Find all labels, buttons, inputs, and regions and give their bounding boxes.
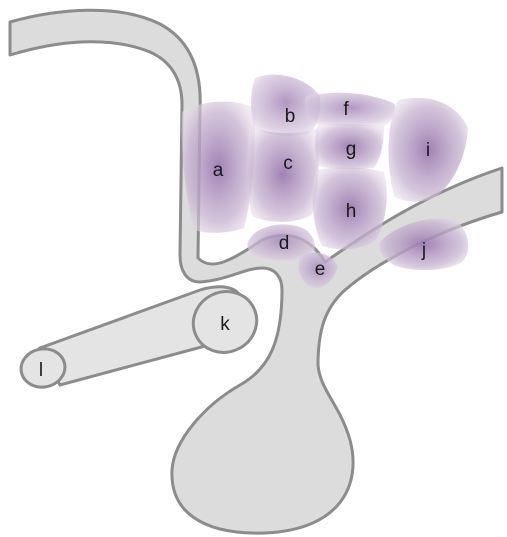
label-a: a (213, 160, 224, 181)
side-duct (18, 281, 267, 390)
region-f (305, 93, 395, 126)
label-e: e (315, 259, 326, 280)
label-l: l (39, 360, 43, 381)
label-c: c (283, 153, 293, 174)
label-k: k (220, 314, 230, 335)
label-i: i (426, 140, 430, 161)
label-d: d (279, 233, 290, 254)
label-b: b (285, 106, 296, 127)
label-f: f (343, 99, 349, 120)
label-j: j (421, 240, 426, 261)
label-g: g (346, 139, 357, 160)
label-h: h (346, 201, 357, 222)
